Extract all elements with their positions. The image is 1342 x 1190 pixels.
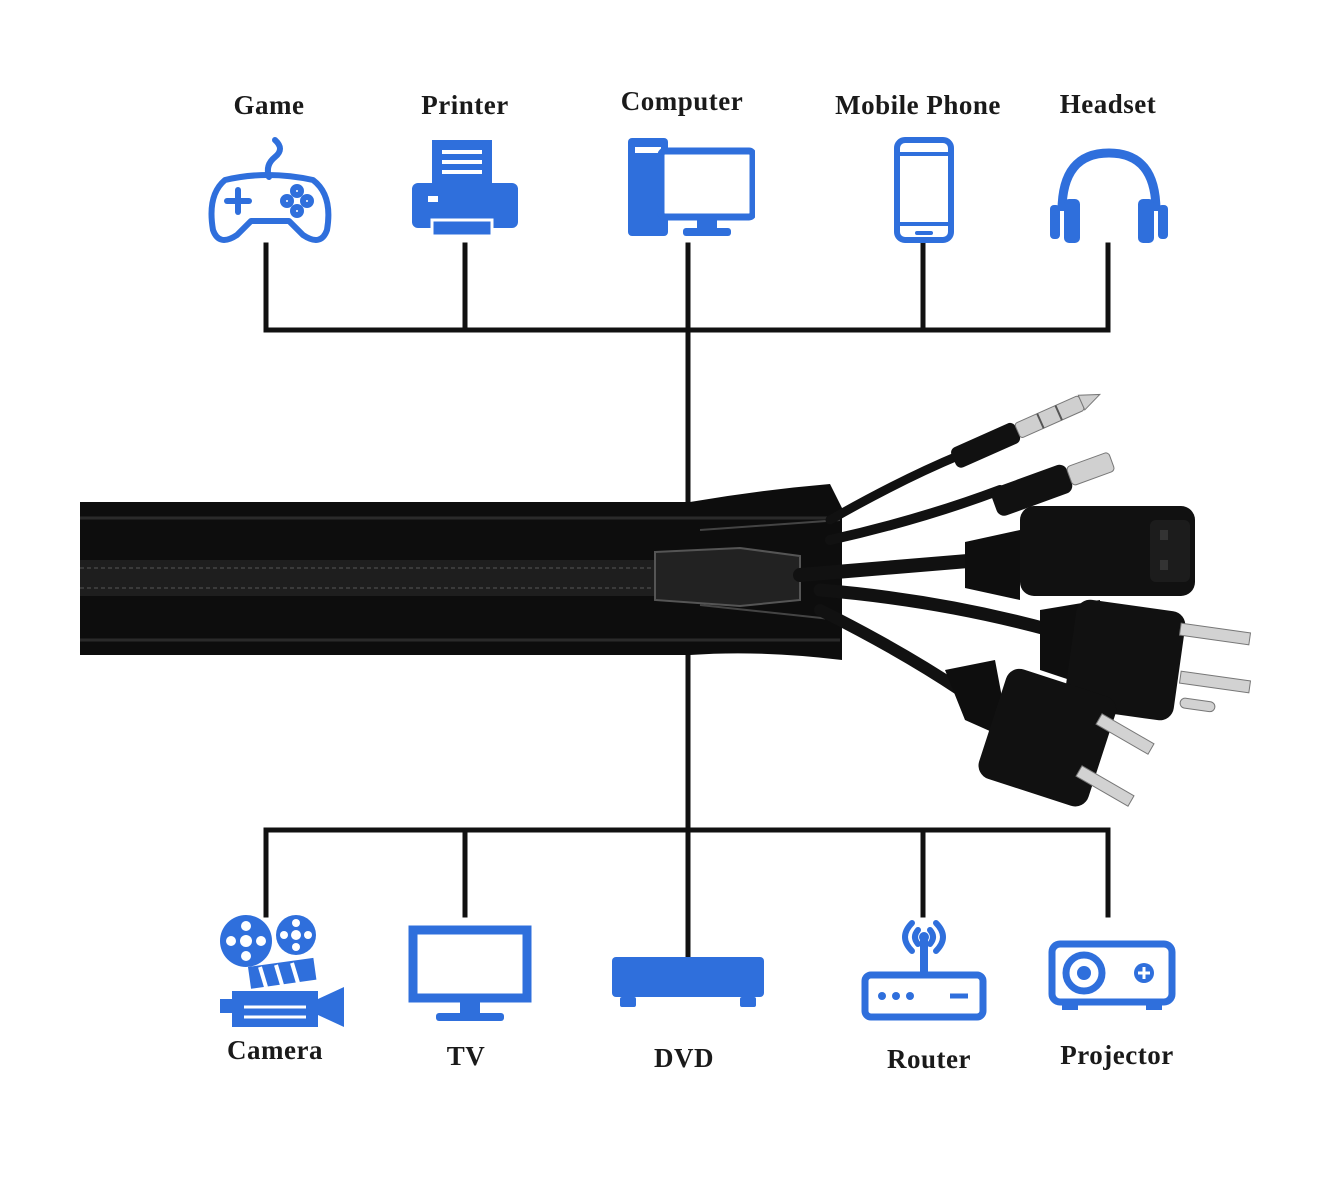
computer-icon bbox=[628, 138, 755, 236]
label-headset: Headset bbox=[1059, 89, 1157, 119]
label-mobile-phone: Mobile Phone bbox=[835, 90, 1001, 120]
label-tv: TV bbox=[446, 1041, 486, 1071]
cable-plugs bbox=[945, 393, 1252, 807]
audio-jack bbox=[951, 393, 1102, 468]
movie-camera-icon bbox=[220, 915, 344, 1027]
dvd-player-icon bbox=[612, 957, 764, 1007]
lightning-connector bbox=[991, 452, 1115, 516]
two-prong-plug bbox=[945, 660, 1155, 807]
iec-power-plug bbox=[965, 506, 1195, 600]
headset-icon bbox=[1050, 148, 1168, 243]
zipper-teeth bbox=[80, 560, 700, 596]
label-computer: Computer bbox=[620, 86, 744, 116]
cables bbox=[793, 450, 1057, 696]
router-icon bbox=[861, 920, 987, 1021]
cable-sleeve bbox=[80, 484, 842, 660]
mobile-phone-icon bbox=[894, 137, 954, 243]
label-camera: Camera bbox=[227, 1035, 323, 1065]
us-three-prong-plug bbox=[1040, 599, 1252, 721]
label-game: Game bbox=[233, 90, 305, 120]
label-router: Router bbox=[887, 1044, 971, 1074]
projector-icon bbox=[1048, 940, 1176, 1010]
zipper-slider bbox=[654, 546, 801, 608]
label-printer: Printer bbox=[421, 90, 509, 120]
tv-icon bbox=[408, 925, 532, 1021]
gamepad-icon bbox=[208, 137, 332, 243]
label-projector: Projector bbox=[1060, 1040, 1174, 1070]
printer-icon bbox=[412, 140, 518, 238]
label-dvd: DVD bbox=[654, 1043, 714, 1073]
connector-lines bbox=[263, 242, 1111, 963]
